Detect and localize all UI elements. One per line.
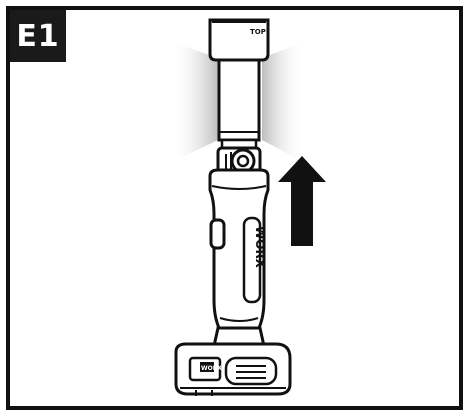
light-cap: TOP — [208, 18, 270, 62]
handle-brand-panel: WORX — [242, 216, 267, 304]
step-label: E1 — [16, 18, 60, 54]
cap-text: TOP — [250, 28, 266, 36]
step-badge: E1 — [10, 10, 66, 62]
light-glow-left — [172, 42, 218, 162]
arrow-up-icon — [278, 156, 326, 246]
base-brand-text: WORX — [201, 365, 222, 372]
light-glow-right — [262, 42, 304, 162]
handle-brand-text: WORX — [253, 226, 267, 269]
power-button — [209, 218, 226, 250]
battery-base: WORX — [174, 342, 292, 396]
light-tube — [217, 58, 261, 152]
